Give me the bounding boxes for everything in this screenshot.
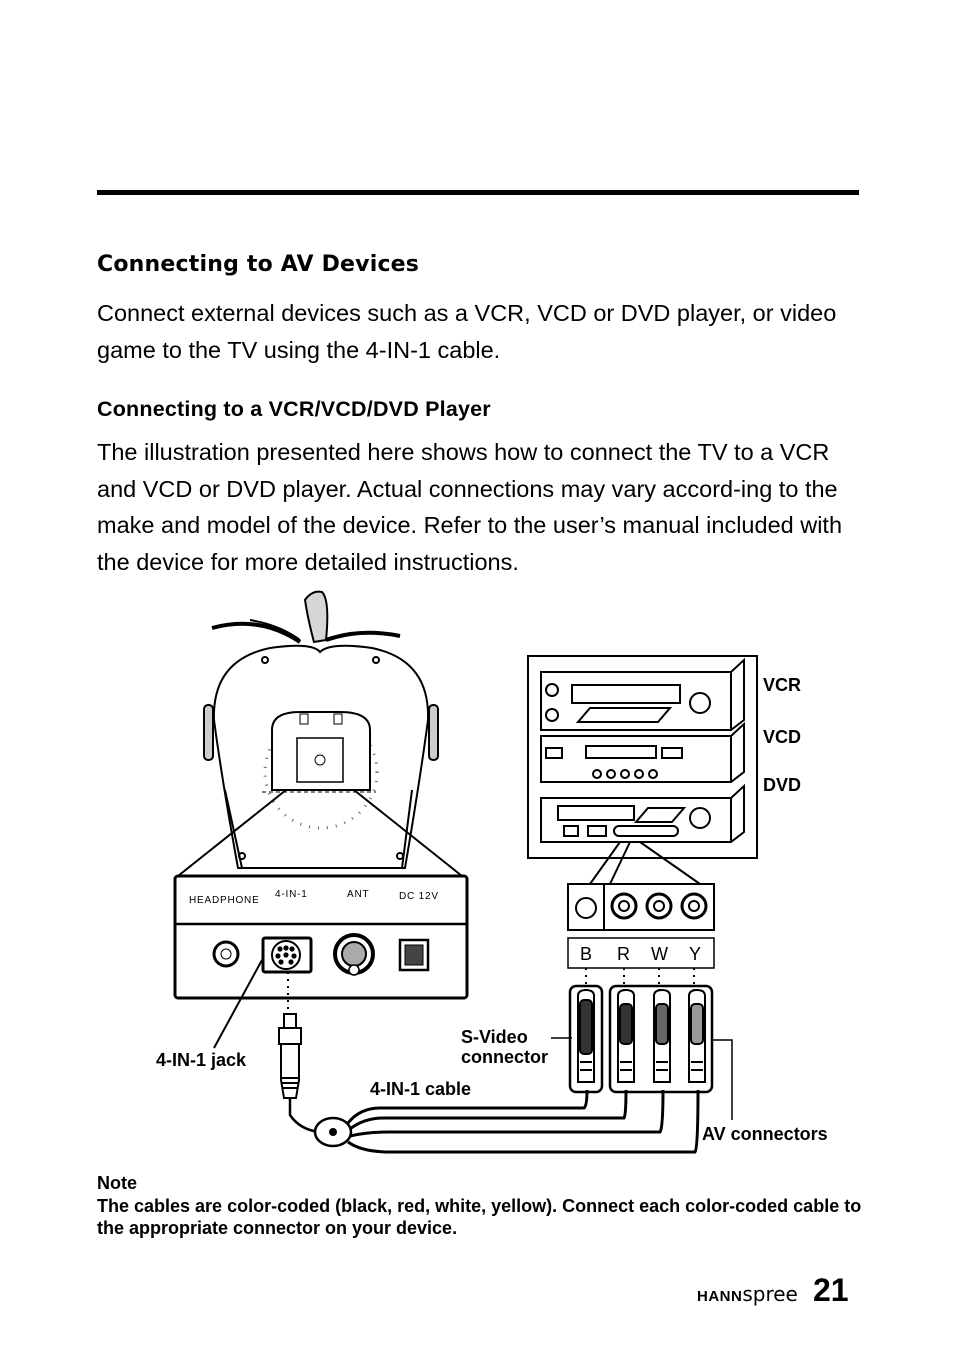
callout-4in1-jack: 4-IN-1 jack xyxy=(156,1050,247,1070)
jack-letter-w: W xyxy=(651,944,668,964)
device-label-vcr: VCR xyxy=(763,675,801,695)
note-heading: Note xyxy=(97,1173,137,1193)
note-block: Note The cables are color-coded (black, … xyxy=(97,1172,877,1240)
rca-plugs xyxy=(617,988,706,1083)
tv-jack-panel xyxy=(173,874,469,1000)
device-label-dvd: DVD xyxy=(763,775,801,795)
four-in-one-plug xyxy=(278,1013,302,1099)
device-stack xyxy=(527,655,758,859)
brand-bold: HANN xyxy=(697,1288,743,1305)
svideo-plug xyxy=(577,988,595,1083)
subsection-title: Connecting to a VCR/VCD/DVD Player xyxy=(97,397,491,421)
note-text: The cables are color-coded (black, red, … xyxy=(97,1195,862,1239)
brand-light: spree xyxy=(742,1282,798,1306)
tv-back-illustration xyxy=(203,590,439,869)
jack-letter-y: Y xyxy=(689,944,701,964)
brand-logo: HANNspree xyxy=(697,1282,798,1307)
jack-letter-r: R xyxy=(617,944,630,964)
cable-splitter xyxy=(313,1116,353,1148)
section-title: Connecting to AV Devices xyxy=(97,252,420,277)
panel-label-dc12v: DC 12V xyxy=(399,891,439,902)
callout-svideo-line2: connector xyxy=(461,1047,548,1067)
header-rule xyxy=(97,190,859,195)
panel-label-headphone: HEADPHONE xyxy=(189,895,260,906)
panel-label-ant: ANT xyxy=(347,889,369,900)
callout-svideo-line1: S-Video xyxy=(461,1027,528,1047)
page-number: 21 xyxy=(813,1272,849,1308)
panel-label-4in1: 4-IN-1 xyxy=(275,889,308,900)
jack-letter-b: B xyxy=(580,944,592,964)
device-jack-box xyxy=(567,883,715,969)
body-paragraph: The illustration presented here shows ho… xyxy=(97,439,843,575)
callout-4in1-cable: 4-IN-1 cable xyxy=(370,1079,471,1099)
device-label-vcd: VCD xyxy=(763,727,801,747)
intro-paragraph: Connect external devices such as a VCR, … xyxy=(97,300,837,363)
callout-av-connectors: AV connectors xyxy=(702,1124,828,1144)
